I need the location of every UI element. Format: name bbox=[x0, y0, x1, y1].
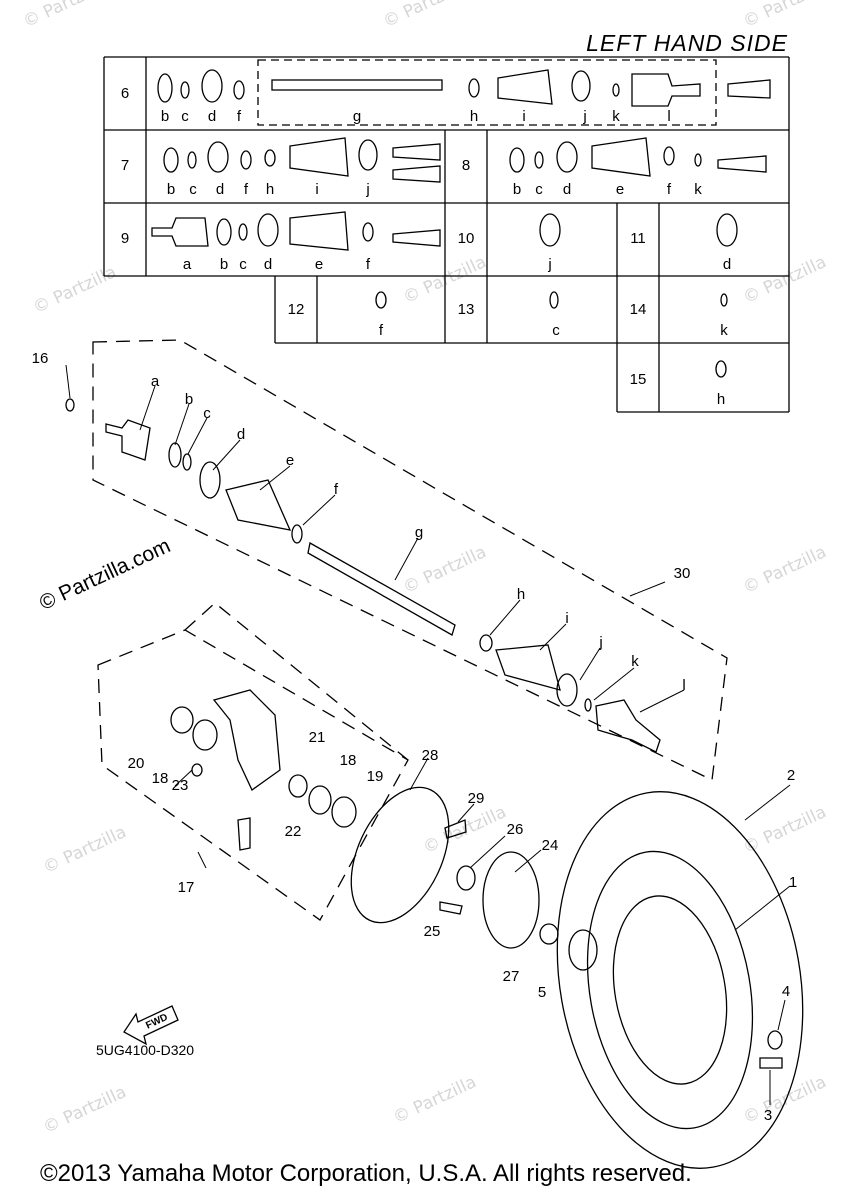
kit-letter: c bbox=[189, 181, 197, 198]
copyright: ©2013 Yamaha Motor Corporation, U.S.A. A… bbox=[40, 1160, 692, 1187]
part-number: 18 bbox=[340, 752, 357, 769]
part-letter: l bbox=[682, 677, 685, 694]
part-number: 2 bbox=[787, 767, 795, 784]
kit-icons bbox=[151, 69, 771, 378]
part-number: 26 bbox=[507, 821, 524, 838]
kit-letter: j bbox=[547, 256, 551, 273]
kit-letter: f bbox=[379, 322, 384, 339]
kit-row-number: 7 bbox=[121, 157, 129, 174]
part-number: 30 bbox=[674, 565, 691, 582]
kit-letter: f bbox=[237, 108, 242, 125]
kit-row-number: 11 bbox=[630, 230, 646, 247]
fwd-label: FWD bbox=[144, 1012, 169, 1032]
leader-lines bbox=[65, 364, 791, 1105]
part-number: 27 bbox=[503, 968, 520, 985]
kit-row-number: 9 bbox=[121, 230, 129, 247]
wheel-hub-assembly bbox=[350, 786, 804, 1169]
kit-letter: d bbox=[208, 108, 216, 125]
part-number: 18 bbox=[152, 770, 169, 787]
part-letter: d bbox=[237, 426, 245, 443]
kit-letter: j bbox=[582, 108, 586, 125]
kit-letter: g bbox=[353, 108, 361, 125]
kit-letter: c bbox=[239, 256, 247, 273]
diagram-title: LEFT HAND SIDE bbox=[586, 30, 788, 56]
part-number: 17 bbox=[178, 879, 195, 896]
kit-row-number: 14 bbox=[630, 301, 647, 318]
kit-row-number: 15 bbox=[630, 371, 647, 388]
part-number: 28 bbox=[422, 747, 439, 764]
diagram-code: 5UG4100-D320 bbox=[96, 1042, 195, 1058]
kit-row-number: 12 bbox=[288, 301, 305, 318]
kit-letter: d bbox=[563, 181, 571, 198]
part-number: 4 bbox=[782, 983, 790, 1000]
kit-letter: k bbox=[612, 108, 620, 125]
part-letter: h bbox=[517, 586, 525, 603]
kit-letter: j bbox=[365, 181, 369, 198]
kit-letter: f bbox=[244, 181, 249, 198]
kit-letter: b bbox=[167, 181, 175, 198]
part-number: 29 bbox=[468, 790, 485, 807]
kit-row-number: 10 bbox=[458, 230, 475, 247]
kit-letter: c bbox=[181, 108, 189, 125]
kit-letter: b bbox=[161, 108, 169, 125]
kit-letter: e bbox=[315, 256, 323, 273]
part-number: 21 bbox=[309, 729, 326, 746]
part-letter: a bbox=[151, 373, 160, 390]
kit-row-number: 6 bbox=[121, 85, 129, 102]
kit-row-number: 8 bbox=[462, 157, 470, 174]
part-number: 24 bbox=[542, 837, 559, 854]
fwd-arrow-icon bbox=[123, 1005, 179, 1046]
kit-letter: e bbox=[616, 181, 624, 198]
kit-letter: a bbox=[183, 256, 192, 273]
part-number: 22 bbox=[285, 823, 302, 840]
part-letter: i bbox=[565, 610, 568, 627]
kit-row-number: 13 bbox=[458, 301, 475, 318]
part-letter: c bbox=[203, 405, 211, 422]
kit-letter: d bbox=[264, 256, 272, 273]
kit-letter: i bbox=[315, 181, 318, 198]
kit-letter: k bbox=[694, 181, 702, 198]
part-number: 23 bbox=[172, 777, 189, 794]
kit-letter: k bbox=[720, 322, 728, 339]
part-letter: b bbox=[185, 391, 193, 408]
part-letter: k bbox=[631, 653, 639, 670]
part-letter: j bbox=[598, 634, 602, 651]
part-number: 1 bbox=[789, 874, 797, 891]
kit-letter: h bbox=[266, 181, 274, 198]
kit-letter: f bbox=[366, 256, 371, 273]
part-number: 19 bbox=[367, 768, 384, 785]
kit-letter: d bbox=[723, 256, 731, 273]
kit-letter: c bbox=[535, 181, 543, 198]
kit-letter: c bbox=[552, 322, 560, 339]
kit-letter: b bbox=[220, 256, 228, 273]
kit-table bbox=[103, 56, 790, 413]
part-number: 3 bbox=[764, 1107, 772, 1124]
knuckle-assembly bbox=[97, 602, 409, 921]
part-number: 25 bbox=[424, 923, 441, 940]
kit-letter: i bbox=[522, 108, 525, 125]
part-number: 20 bbox=[128, 755, 145, 772]
drive-shaft-assembly bbox=[65, 339, 728, 781]
kit-letter: h bbox=[470, 108, 478, 125]
kit-letter: b bbox=[513, 181, 521, 198]
part-number: 16 bbox=[32, 350, 49, 367]
part-letter: e bbox=[286, 452, 294, 469]
kit-letter: h bbox=[717, 391, 725, 408]
part-number: 5 bbox=[538, 984, 546, 1001]
kit-letter: d bbox=[216, 181, 224, 198]
part-letter: f bbox=[334, 481, 339, 498]
kit-letter: l bbox=[667, 108, 670, 125]
kit-letter: f bbox=[667, 181, 672, 198]
part-letter: g bbox=[415, 524, 423, 541]
